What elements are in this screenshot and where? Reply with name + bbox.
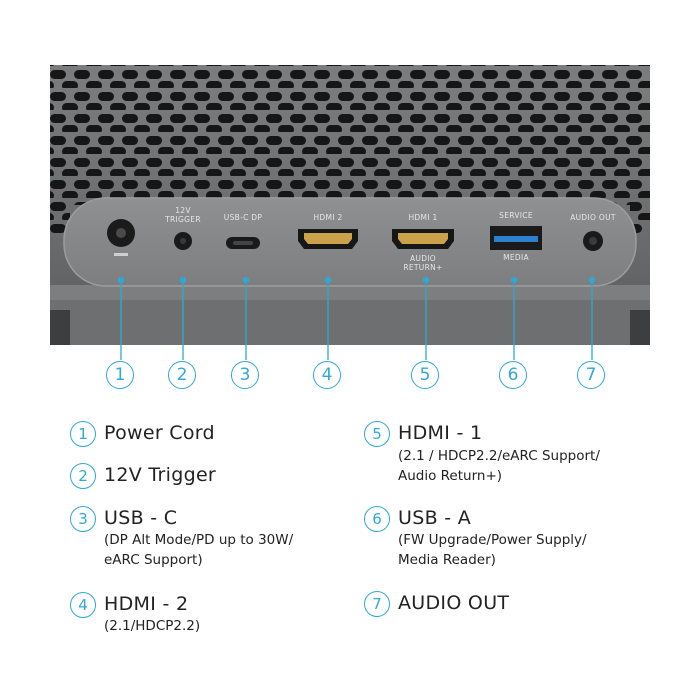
svg-text:TRIGGER: TRIGGER bbox=[164, 215, 201, 224]
projector-rear-photo: 12V TRIGGER USB-C DP HDMI 2 HDMI 1 AUDIO… bbox=[0, 0, 700, 345]
svg-text:HDMI 2: HDMI 2 bbox=[313, 213, 342, 222]
legend-number-3: 3 bbox=[70, 506, 96, 532]
svg-text:SERVICE: SERVICE bbox=[499, 211, 533, 220]
callout-1: 1 bbox=[106, 361, 134, 389]
legend-number-2: 2 bbox=[70, 463, 96, 489]
legend-detail-3-line: (DP Alt Mode/PD up to 30W/ bbox=[104, 532, 294, 548]
legend-title-2: 12V Trigger bbox=[104, 464, 217, 486]
legend-detail-6: (FW Upgrade/Power Supply/ Media Reader) bbox=[398, 530, 587, 570]
svg-text:AUDIO OUT: AUDIO OUT bbox=[570, 213, 616, 222]
callout-6: 6 bbox=[499, 361, 527, 389]
legend-title-1: Power Cord bbox=[104, 422, 215, 444]
legend-title-7: AUDIO OUT bbox=[398, 592, 510, 614]
svg-text:RETURN+: RETURN+ bbox=[403, 263, 442, 272]
legend-number-6: 6 bbox=[364, 506, 390, 532]
legend-title-3: USB - C bbox=[104, 507, 178, 529]
legend-number-1: 1 bbox=[70, 421, 96, 447]
legend-detail-5-line: Audio Return+) bbox=[398, 468, 503, 484]
callout-3: 3 bbox=[231, 361, 259, 389]
callout-2: 2 bbox=[168, 361, 196, 389]
legend-number-4: 4 bbox=[70, 592, 96, 618]
leader-line-tails bbox=[120, 345, 593, 360]
callout-4: 4 bbox=[313, 361, 341, 389]
svg-text:HDMI 1: HDMI 1 bbox=[408, 213, 437, 222]
legend-number-7: 7 bbox=[364, 591, 390, 617]
legend-title-4: HDMI - 2 bbox=[104, 593, 189, 615]
svg-text:AUDIO: AUDIO bbox=[410, 254, 436, 263]
callout-7: 7 bbox=[577, 361, 605, 389]
legend-detail-6-line: (FW Upgrade/Power Supply/ bbox=[398, 532, 587, 548]
legend-detail-5-line: (2.1 / HDCP2.2/eARC Support/ bbox=[398, 448, 600, 464]
svg-text:USB-C DP: USB-C DP bbox=[224, 213, 263, 222]
legend-detail-3: (DP Alt Mode/PD up to 30W/ eARC Support) bbox=[104, 530, 293, 570]
legend-detail-4: (2.1/HDCP2.2) bbox=[104, 618, 201, 634]
legend-number-5: 5 bbox=[364, 421, 390, 447]
leader-lines bbox=[117, 276, 596, 345]
legend-title-6: USB - A bbox=[398, 507, 472, 529]
legend-detail-5: (2.1 / HDCP2.2/eARC Support/ Audio Retur… bbox=[398, 446, 600, 486]
svg-text:MEDIA: MEDIA bbox=[503, 253, 529, 262]
legend-detail-3-line: eARC Support) bbox=[104, 552, 203, 568]
port-label-12v: 12V bbox=[175, 206, 191, 215]
vent-grille bbox=[50, 65, 650, 205]
legend-title-5: HDMI - 1 bbox=[398, 422, 483, 444]
callout-5: 5 bbox=[411, 361, 439, 389]
legend-detail-6-line: Media Reader) bbox=[398, 552, 496, 568]
